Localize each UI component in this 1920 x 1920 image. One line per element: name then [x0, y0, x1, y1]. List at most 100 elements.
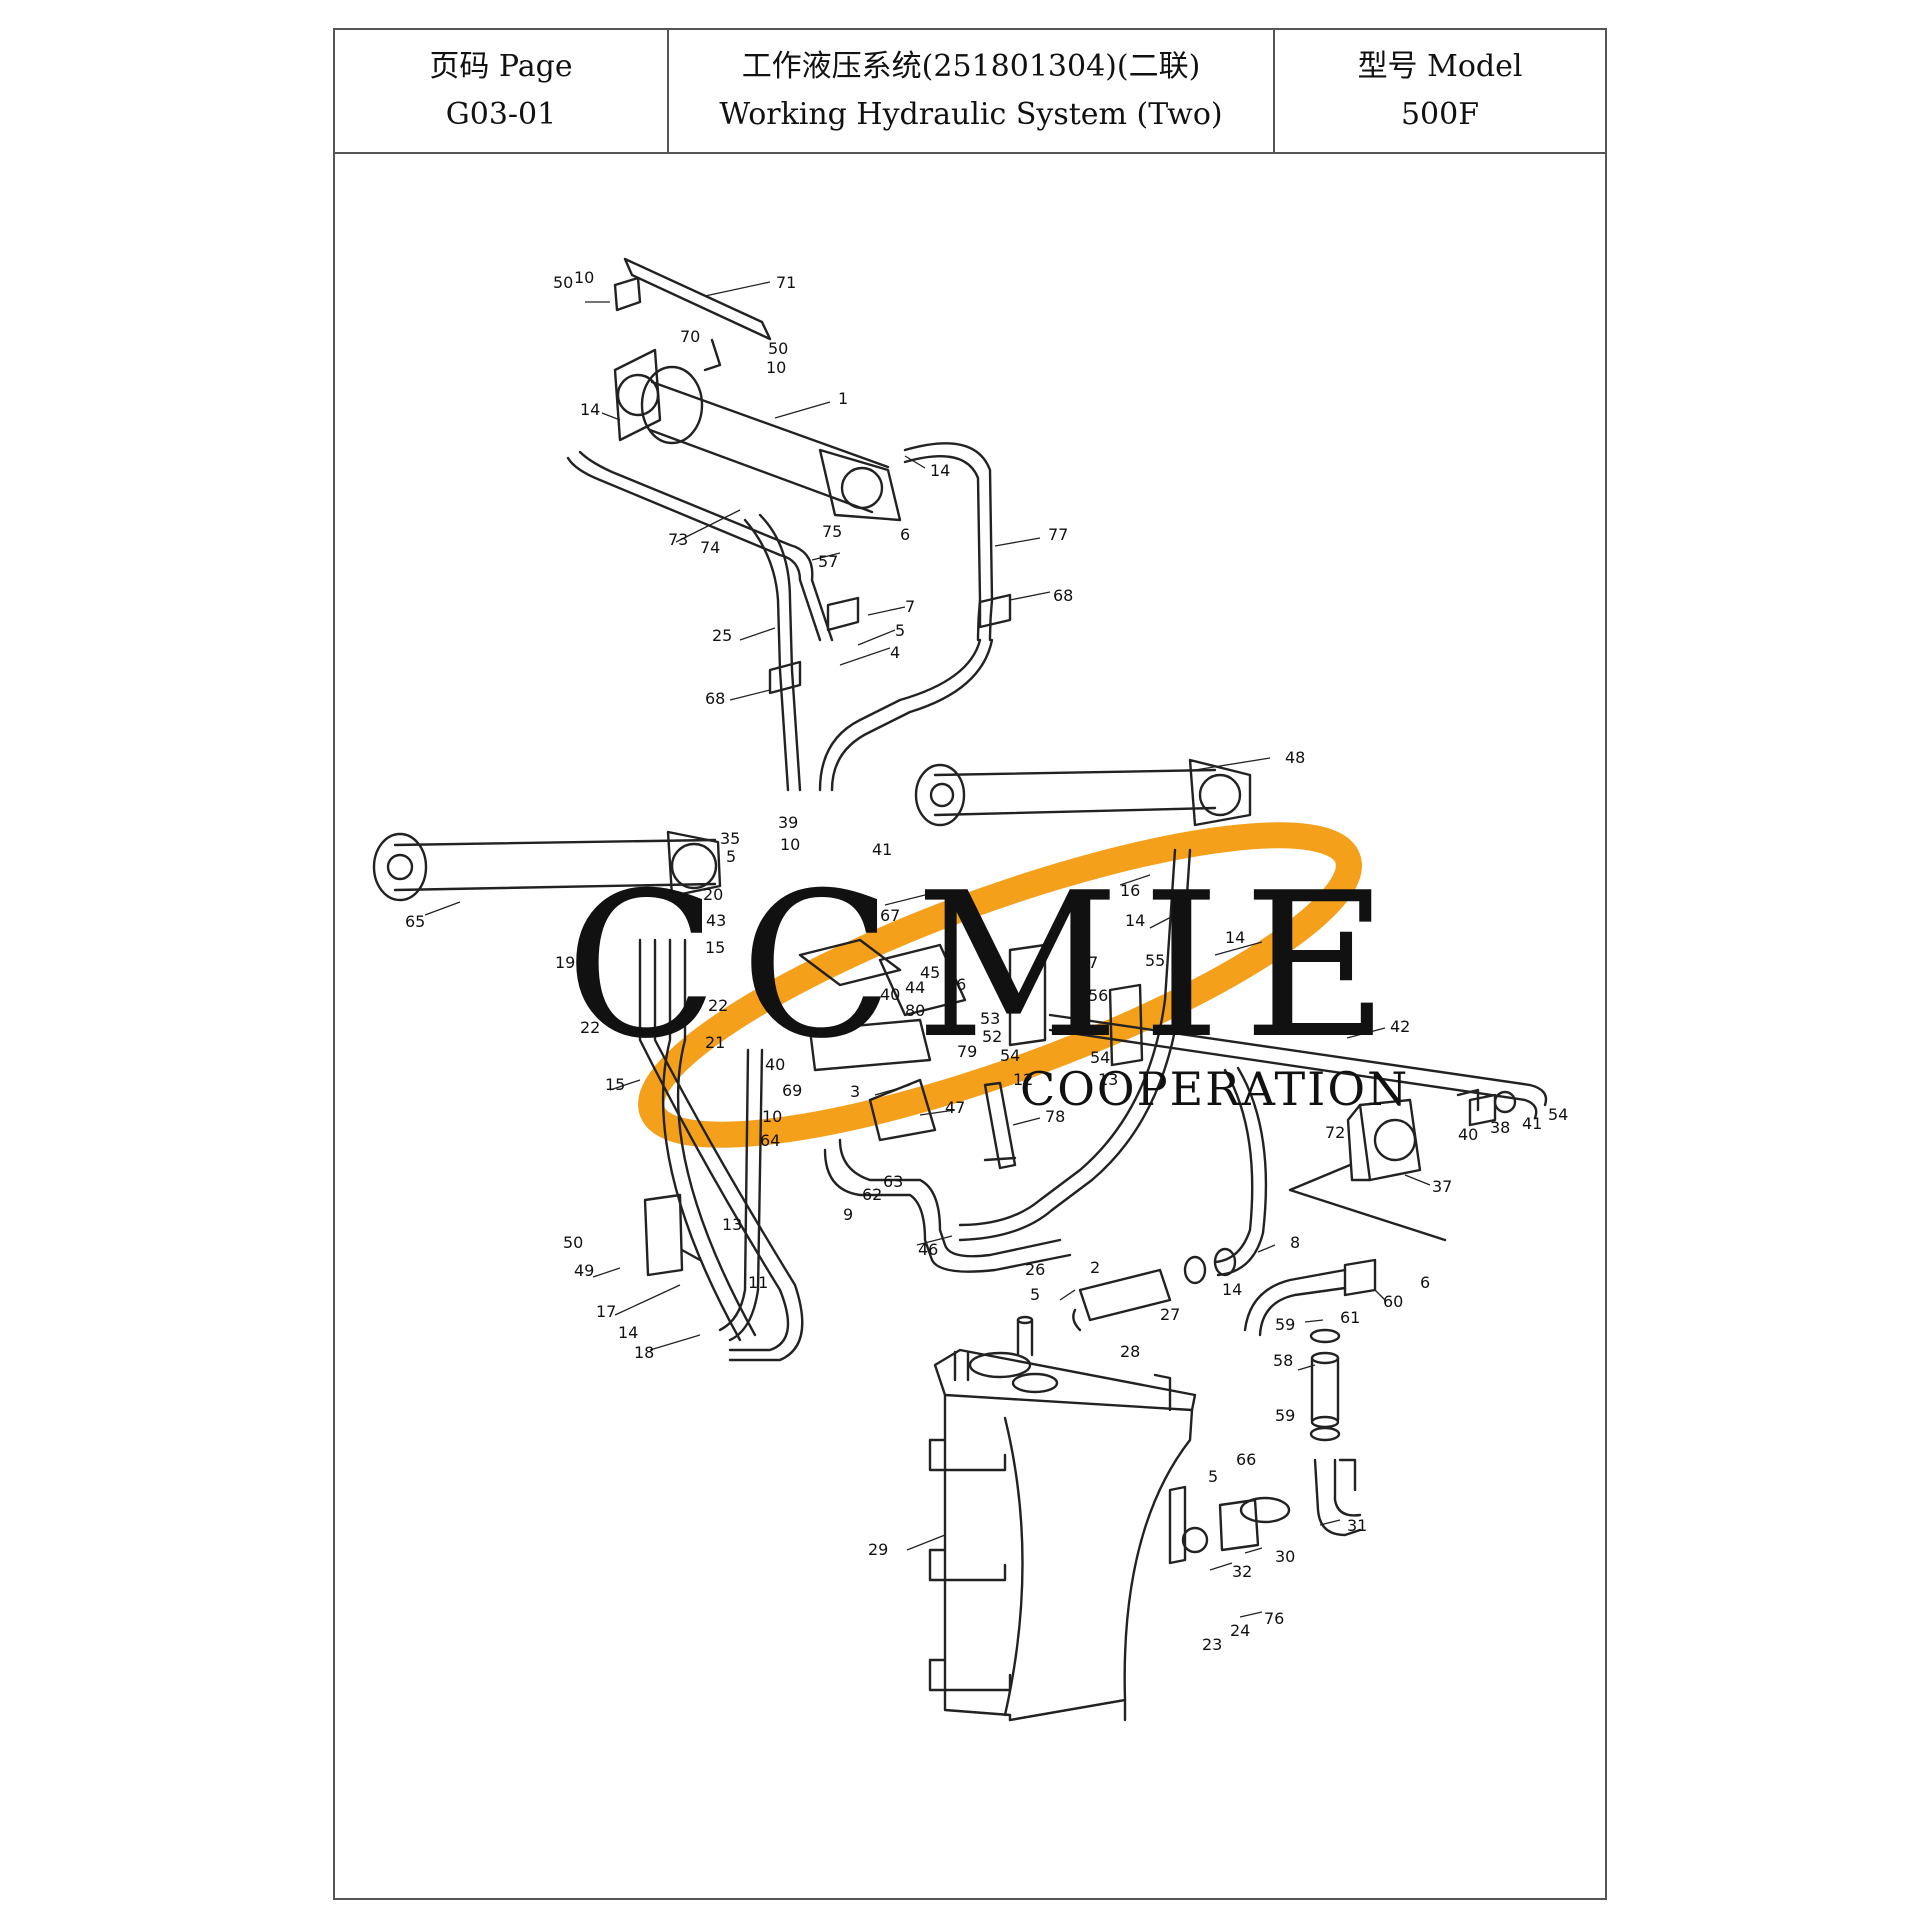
callout-label: 22 [580, 1018, 600, 1037]
callout-label: 42 [1390, 1017, 1410, 1036]
callout-label: 73 [668, 530, 688, 549]
page-label: 页码 Page [429, 49, 573, 84]
callout-label: 57 [1078, 953, 1098, 972]
model-cell: 型号 Model 500F [1275, 30, 1605, 152]
callout-label: 54 [1000, 1046, 1020, 1065]
callout-label: 13 [722, 1215, 742, 1234]
callout-label: 39 [778, 813, 798, 832]
callout-leaders [424, 281, 1431, 1618]
callout-label: 67 [880, 906, 900, 925]
callout-label: 50 [553, 273, 573, 292]
callout-label: 70 [680, 327, 700, 346]
callout-label: 4 [890, 643, 900, 662]
callout-label: 14 [930, 461, 950, 480]
callout-label: 68 [1053, 586, 1073, 605]
callout-label: 28 [1120, 1342, 1140, 1361]
callout-label: 5 [1030, 1285, 1040, 1304]
callout-label: 12 [1013, 1070, 1033, 1089]
callout-label: 6 [900, 525, 910, 544]
callout-label: 74 [700, 538, 720, 557]
callout-label: 5 [726, 847, 736, 866]
callout-label: 14 [1125, 911, 1145, 930]
callout-label: 37 [1432, 1177, 1452, 1196]
callout-label: 19 [555, 953, 575, 972]
callout-labels: 50 10 71 70 50 10 1 14 14 73 74 75 6 57 … [405, 268, 1568, 1654]
drawing-sheet: 页码 Page G03-01 工作液压系统(251801304)(二联) Wor… [333, 28, 1607, 1900]
callout-label: 59 [1275, 1315, 1295, 1334]
watermark-ring [638, 822, 1362, 1148]
callout-label: 2 [1090, 1258, 1100, 1277]
callout-label: 41 [1522, 1114, 1542, 1133]
callout-label: 69 [782, 1081, 802, 1100]
callout-label: 24 [1230, 1621, 1250, 1640]
callout-label: 10 [780, 835, 800, 854]
callout-label: 41 [872, 840, 892, 859]
callout-label: 40 [880, 985, 900, 1004]
callout-label: 6 [1420, 1273, 1430, 1292]
watermark-sub: COOPERATION [1020, 1062, 1409, 1116]
callout-label: 46 [918, 1240, 938, 1259]
callout-label: 22 [708, 996, 728, 1015]
callout-label: 57 [818, 552, 838, 571]
callout-label: 14 [580, 400, 600, 419]
callout-label: 50 [768, 339, 788, 358]
callout-label: 25 [712, 626, 732, 645]
callout-label: 17 [596, 1302, 616, 1321]
callout-label: 59 [1275, 1406, 1295, 1425]
callout-label: 43 [706, 911, 726, 930]
callout-label: 40 [765, 1055, 785, 1074]
callout-label: 54 [1548, 1105, 1568, 1124]
callout-label: 15 [705, 938, 725, 957]
callout-label: 13 [1098, 1070, 1118, 1089]
callout-label: 16 [1120, 881, 1140, 900]
callout-label: 55 [1145, 951, 1165, 970]
callout-label: 23 [1202, 1635, 1222, 1654]
callout-label: 75 [822, 522, 842, 541]
callout-label: 49 [574, 1261, 594, 1280]
callout-label: 38 [1490, 1118, 1510, 1137]
title-block: 页码 Page G03-01 工作液压系统(251801304)(二联) Wor… [335, 30, 1605, 154]
callout-label: 5 [895, 621, 905, 640]
callout-label: 56 [1088, 986, 1108, 1005]
callout-label: 47 [945, 1098, 965, 1117]
callout-label: 20 [703, 885, 723, 904]
title-cell: 工作液压系统(251801304)(二联) Working Hydraulic … [669, 30, 1275, 152]
model-number: 500F [1400, 97, 1480, 132]
callout-label: 63 [883, 1172, 903, 1191]
callout-label: 72 [1325, 1123, 1345, 1142]
callout-label: 80 [905, 1001, 925, 1020]
callout-label: 8 [1290, 1233, 1300, 1252]
callout-label: 26 [1025, 1260, 1045, 1279]
callout-label: 31 [1347, 1516, 1367, 1535]
callout-label: 21 [705, 1033, 725, 1052]
callout-label: 76 [1264, 1609, 1284, 1628]
callout-label: 10 [574, 268, 594, 287]
callout-label: 27 [1160, 1305, 1180, 1324]
callout-label: 71 [776, 273, 796, 292]
callout-label: 58 [1273, 1351, 1293, 1370]
callout-label: 50 [563, 1233, 583, 1252]
page-number: G03-01 [445, 97, 557, 132]
callout-label: 54 [1090, 1048, 1110, 1067]
callout-label: 78 [1045, 1107, 1065, 1126]
title-english: Working Hydraulic System (Two) [719, 97, 1223, 132]
callout-label: 9 [843, 1205, 853, 1224]
callout-label: 7 [905, 597, 915, 616]
callout-label: 66 [1236, 1450, 1256, 1469]
callout-label: 14 [618, 1323, 638, 1342]
watermark: CCMIE COOPERATION [565, 850, 1409, 1116]
callout-label: 52 [982, 1027, 1002, 1046]
callout-label: 35 [720, 829, 740, 848]
callout-label: 61 [1340, 1308, 1360, 1327]
title-chinese: 工作液压系统(251801304)(二联) [741, 49, 1201, 84]
model-label: 型号 Model [1357, 49, 1523, 84]
callout-label: 40 [1458, 1125, 1478, 1144]
callout-label: 53 [980, 1009, 1000, 1028]
callout-label: 10 [762, 1107, 782, 1126]
callout-label: 32 [1232, 1562, 1252, 1581]
callout-label: 64 [760, 1131, 780, 1150]
page-cell: 页码 Page G03-01 [335, 30, 669, 152]
callout-label: 29 [868, 1540, 888, 1559]
callout-label: 30 [1275, 1547, 1295, 1566]
